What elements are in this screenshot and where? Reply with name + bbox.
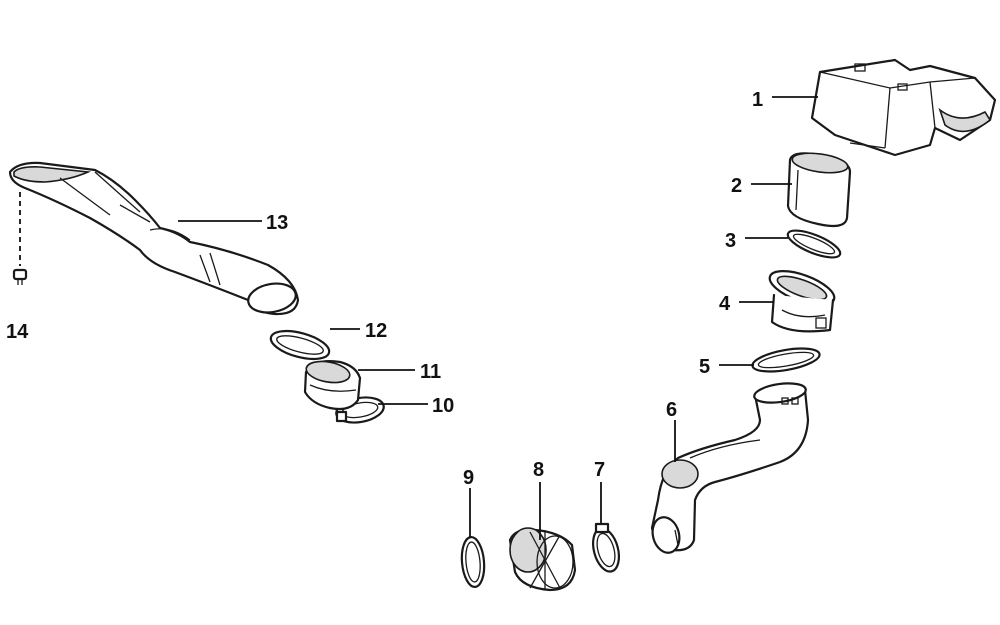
part-4-oval-adapter[interactable]: [766, 264, 839, 333]
part-6-curved-hose[interactable]: [649, 380, 810, 555]
part-11-connector[interactable]: [303, 358, 362, 411]
part-7-clamp[interactable]: [589, 522, 624, 574]
part-8-flex-coupler[interactable]: [508, 527, 577, 592]
callout-1: 1: [752, 89, 763, 111]
part-14-bolt[interactable]: [12, 268, 28, 285]
part-3-gasket[interactable]: [785, 225, 844, 263]
part-12-gasket[interactable]: [268, 326, 332, 365]
callout-11: 11: [420, 361, 441, 383]
part-13-intake-snorkel[interactable]: [8, 161, 300, 316]
callout-4: 4: [719, 293, 731, 315]
callout-9: 9: [463, 467, 474, 489]
callout-5: 5: [699, 356, 710, 378]
callout-10: 10: [432, 395, 454, 417]
callout-2: 2: [731, 175, 742, 197]
callout-12: 12: [365, 320, 387, 342]
callout-13: 13: [266, 212, 288, 234]
part-1-air-box[interactable]: [810, 58, 997, 157]
part-9-ring-clamp[interactable]: [460, 535, 486, 589]
callout-8: 8: [533, 459, 544, 481]
callout-6: 6: [666, 399, 677, 421]
callout-14: 14: [6, 321, 29, 343]
callout-7: 7: [594, 459, 605, 481]
part-5-gasket[interactable]: [751, 344, 821, 376]
leader-lines: [178, 96, 818, 540]
callout-3: 3: [725, 230, 736, 252]
part-2-oval-duct[interactable]: [786, 150, 852, 228]
